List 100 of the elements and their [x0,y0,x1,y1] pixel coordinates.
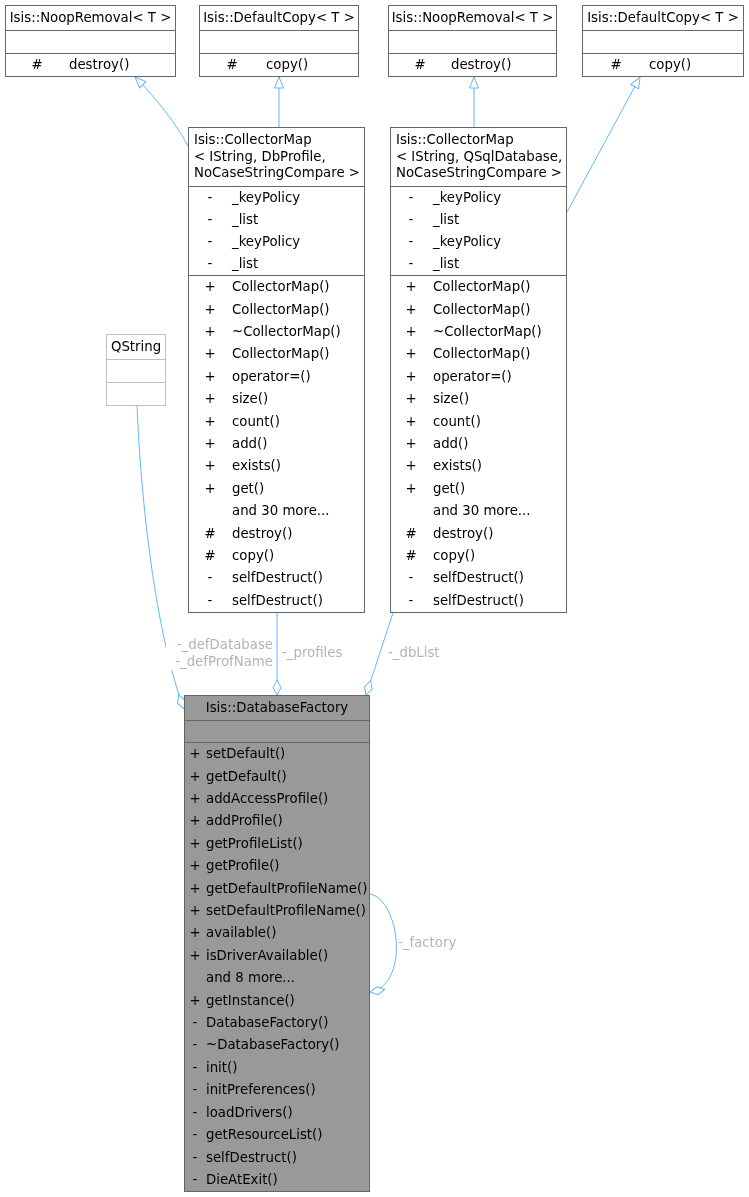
class-box [582,5,744,77]
visibility-symbol: # [204,548,216,565]
member-name: _list [433,212,460,228]
visibility-symbol: - [207,190,213,206]
edge-label: -_dbList [388,644,440,661]
class-name: Isis::DefaultCopy< T > [587,9,739,27]
visibility-symbol: + [405,301,417,318]
visibility-symbol: # [31,57,43,73]
visibility-symbol: + [204,413,216,430]
edge-label: -_defDatabase -_defProfName [166,636,273,670]
class-name: Isis::CollectorMap < IString, QSqlDatabase, NoCaseStringCompare > [396,131,564,183]
visibility-symbol: + [204,279,216,296]
member-name: setDefaultProfileName() [206,903,366,920]
member-name: copy() [232,548,275,565]
member-name: destroy() [433,525,494,542]
inheritance-arrow [134,76,189,147]
member-name: getResourceList() [206,1127,323,1144]
visibility-symbol: + [189,858,201,875]
visibility-symbol: + [189,947,201,964]
member-name: initPreferences() [206,1082,316,1099]
member-name: ~CollectorMap() [232,324,341,340]
visibility-symbol: - [207,212,213,228]
member-name: CollectorMap() [232,279,330,296]
more-members-note: and 8 more... [206,970,296,987]
inheritance-arrow [274,76,284,128]
member-name: _keyPolicy [232,190,301,206]
inheritance-arrow [469,76,479,128]
visibility-symbol: + [405,346,417,363]
edge-label: -_profiles [282,644,343,661]
visibility-symbol: - [192,1127,198,1144]
member-name: count() [232,413,280,430]
visibility-symbol: # [414,57,426,73]
member-name: DatabaseFactory() [206,1015,329,1032]
visibility-symbol: + [405,458,417,475]
member-name: _keyPolicy [232,234,301,250]
visibility-symbol: + [405,413,417,430]
visibility-symbol: - [192,1171,198,1188]
visibility-symbol: + [189,768,201,785]
visibility-symbol: + [204,436,216,453]
member-name: exists() [232,458,281,475]
member-name: get() [433,480,466,497]
member-name: operator=() [232,368,311,385]
visibility-symbol: + [405,324,417,340]
visibility-symbol: # [405,548,417,565]
member-name: add() [433,436,469,453]
visibility-symbol: + [405,368,417,385]
member-name: _keyPolicy [433,234,502,250]
visibility-symbol: - [192,1104,198,1121]
visibility-symbol: + [204,301,216,318]
visibility-symbol: - [192,1082,198,1099]
class-name: Isis::DatabaseFactory [205,699,349,717]
class-name: Isis::DefaultCopy< T > [203,9,355,27]
class-name: QString [110,338,162,356]
visibility-symbol: + [189,903,201,920]
visibility-symbol: - [192,1037,198,1054]
visibility-symbol: - [192,1059,198,1076]
member-name: isDriverAvailable() [206,947,329,964]
visibility-symbol: - [408,256,414,272]
visibility-symbol: - [408,212,414,228]
visibility-symbol: - [408,234,414,250]
member-name: available() [206,925,277,942]
member-name: init() [206,1059,238,1076]
aggregation-line [272,612,282,696]
visibility-symbol: + [405,436,417,453]
member-name: selfDestruct() [433,570,524,587]
inheritance-arrow [566,76,641,213]
visibility-symbol: + [204,346,216,363]
member-name: destroy() [232,525,293,542]
member-name: selfDestruct() [433,592,524,609]
visibility-symbol: + [189,813,201,830]
visibility-symbol: + [204,480,216,497]
member-name: selfDestruct() [206,1149,297,1166]
class-box [388,5,557,77]
visibility-symbol: + [405,480,417,497]
member-name: size() [433,391,470,408]
visibility-symbol: + [189,992,201,1009]
member-name: addProfile() [206,813,283,830]
aggregation-line [136,405,186,710]
class-name: Isis::CollectorMap < IString, DbProfile, NoCaseStringCompare > [194,131,361,183]
class-box [390,127,567,613]
class-name: Isis::NoopRemoval< T > [391,9,554,27]
visibility-symbol: + [405,391,417,408]
visibility-symbol: + [204,458,216,475]
member-name: getInstance() [206,992,295,1009]
visibility-symbol: + [204,324,216,340]
visibility-symbol: - [207,592,213,609]
member-name: selfDestruct() [232,592,323,609]
member-name: getProfile() [206,858,280,875]
member-name: getDefault() [206,768,287,785]
more-members-note: and 30 more... [232,503,330,520]
member-name: getDefaultProfileName() [206,880,368,897]
class-name: Isis::NoopRemoval< T > [9,9,172,27]
member-name: operator=() [433,368,512,385]
visibility-symbol: # [405,525,417,542]
visibility-symbol: - [207,234,213,250]
member-name: loadDrivers() [206,1104,293,1121]
member-name: _list [232,212,259,228]
visibility-symbol: - [192,1015,198,1032]
member-name: CollectorMap() [232,346,330,363]
visibility-symbol: # [226,57,238,73]
